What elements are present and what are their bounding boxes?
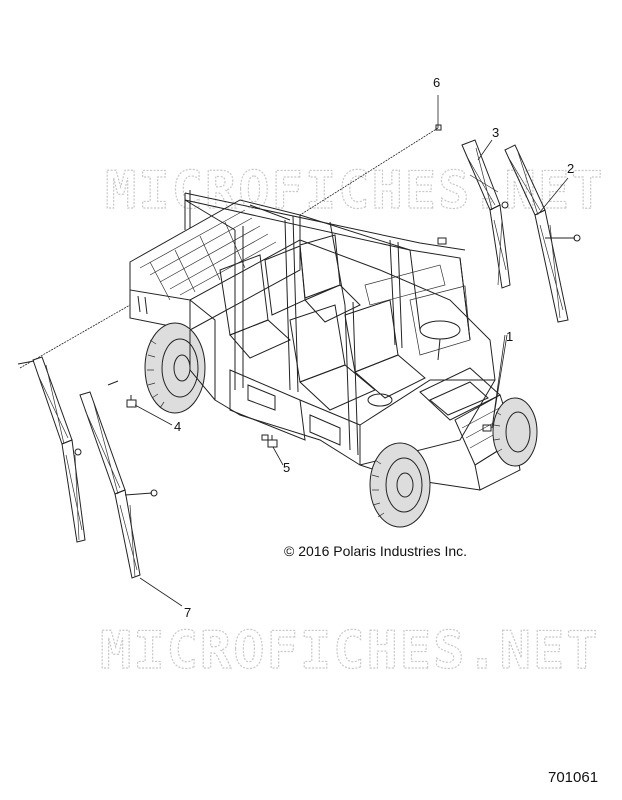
net-assembly-left-rear [17,356,86,543]
callout-3: 3 [492,125,499,140]
clip-upper [437,237,447,245]
callout-7: 7 [184,605,191,620]
net-assembly-right-front [504,144,581,323]
callout-6: 6 [433,75,440,90]
figure-number: 701061 [548,769,598,786]
callout-5: 5 [283,460,290,475]
net-assembly-left-front [79,391,158,579]
net-assembly-right-rear [461,139,511,289]
leader-lines [19,95,569,607]
front-left-wheel [369,442,431,528]
callout-1: 1 [506,329,513,344]
utv-vehicle-illustration [129,190,538,528]
fastener-5 [267,435,278,448]
fastener-pin-left [107,380,119,386]
rear-left-wheel [144,322,206,414]
fastener-1 [482,424,492,432]
clip-lower [261,434,269,441]
callout-4: 4 [174,419,181,434]
steering-wheel [419,320,461,340]
seats [219,234,426,411]
fastener-6 [435,124,442,131]
copyright-notice: © 2016 Polaris Industries Inc. [284,543,467,559]
watermark-bottom: MICROFICHES.NET [100,621,600,681]
front-right-wheel [492,397,538,467]
watermark-top: MICROFICHES.NET [105,161,605,221]
fastener-4 [126,395,137,408]
callout-2: 2 [567,161,574,176]
